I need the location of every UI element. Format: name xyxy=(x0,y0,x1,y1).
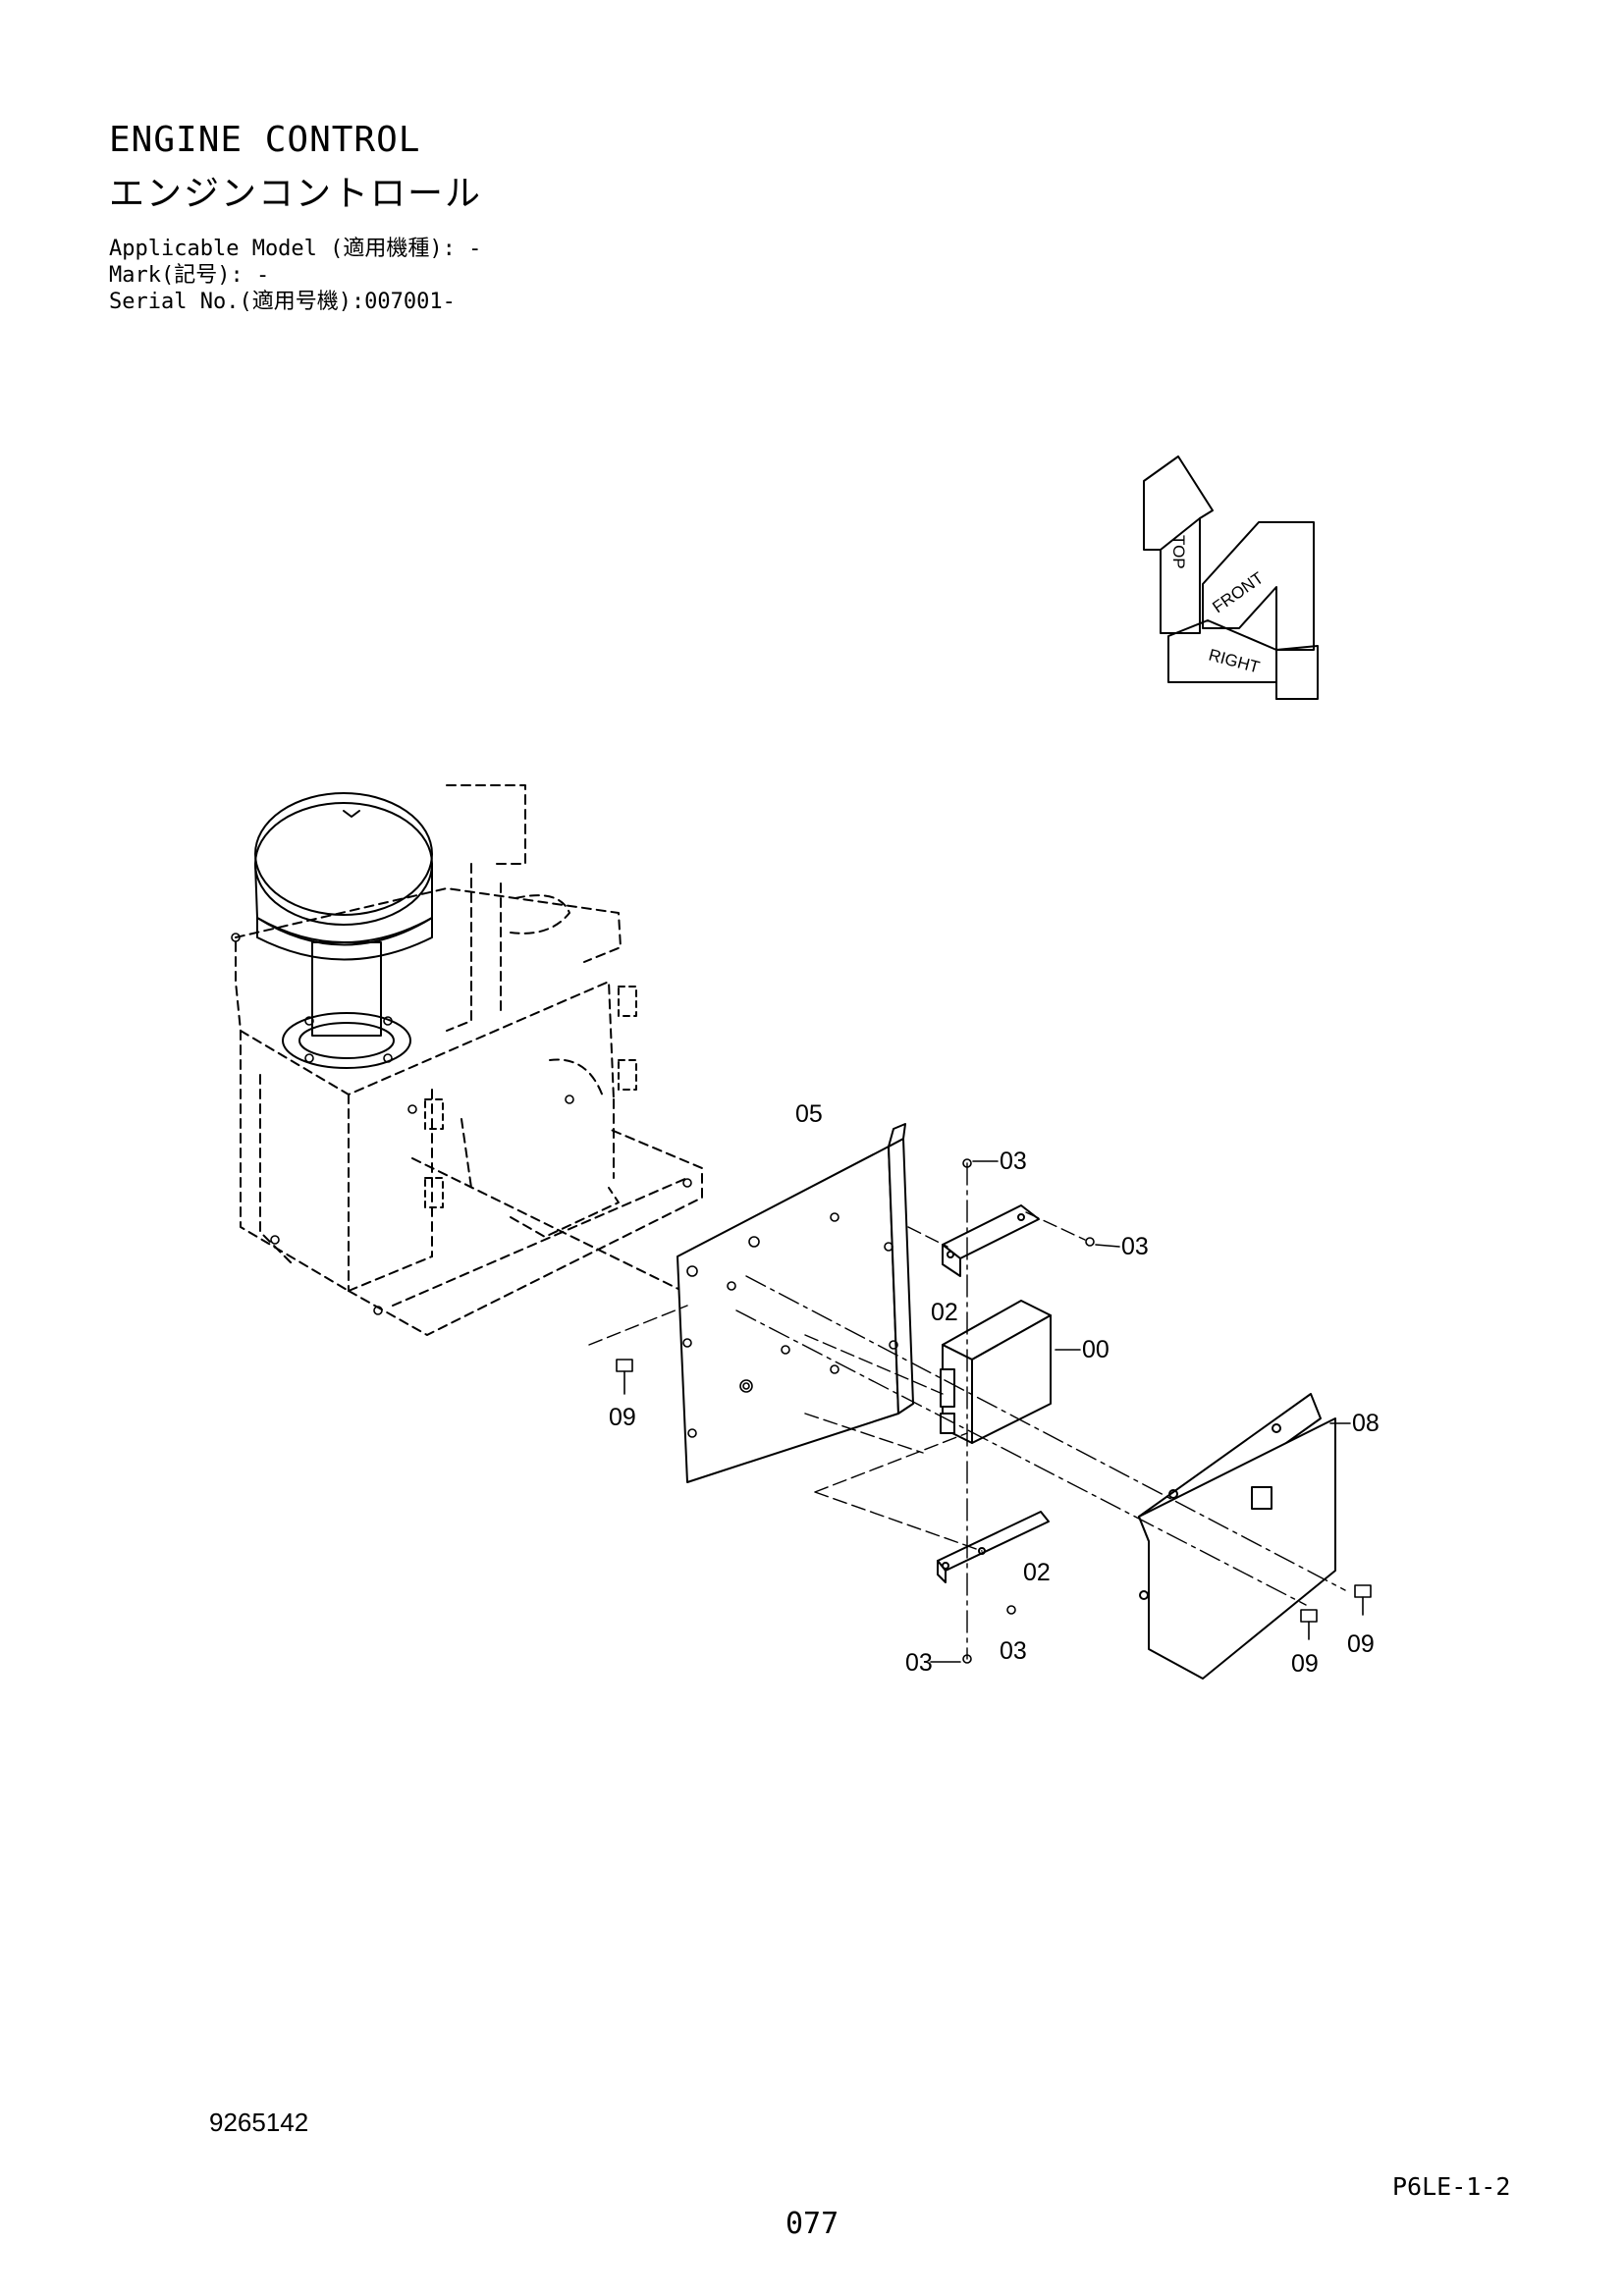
callout-00: 00 xyxy=(1082,1336,1110,1363)
callout-09-bottom: 09 xyxy=(1291,1650,1319,1678)
part-00-controller-unit xyxy=(940,1300,1052,1444)
screw-03-top xyxy=(962,1158,972,1168)
page-code: P6LE-1-2 xyxy=(1392,2172,1511,2201)
document-number: 9265142 xyxy=(209,2108,309,2137)
intake-pipe xyxy=(311,941,382,1037)
callout-08: 08 xyxy=(1352,1410,1380,1437)
air-cleaner-cap xyxy=(254,792,433,916)
bolt-09-right-a xyxy=(1300,1609,1318,1640)
callout-05: 05 xyxy=(795,1100,823,1128)
callout-03-top: 03 xyxy=(1000,1148,1027,1175)
right-arrow-icon xyxy=(1167,619,1319,700)
callout-02-upper: 02 xyxy=(931,1299,958,1326)
part-02-bracket-upper xyxy=(942,1204,1040,1277)
callout-03-lower-left: 03 xyxy=(905,1649,933,1677)
engine-housing xyxy=(231,784,703,1336)
orientation-indicator: TOP FRONT RIGHT xyxy=(1143,455,1319,700)
bolt-09-left xyxy=(616,1359,633,1395)
front-label: FRONT xyxy=(1209,568,1267,616)
right-label: RIGHT xyxy=(1207,646,1262,677)
page-title-japanese: エンジンコントロール xyxy=(109,174,483,214)
part-08-cover xyxy=(1138,1393,1336,1680)
part-05-mounting-plate xyxy=(677,1123,914,1483)
top-label: TOP xyxy=(1169,535,1188,569)
page-title: ENGINE CONTROL xyxy=(109,120,421,160)
callout-09-right: 09 xyxy=(1347,1630,1375,1658)
fasteners xyxy=(616,1158,1372,1664)
callout-09-left: 09 xyxy=(609,1404,636,1431)
page-number: 077 xyxy=(785,2207,839,2241)
mark-line: Mark(記号): - xyxy=(109,263,270,288)
callout-03-right: 03 xyxy=(1121,1233,1149,1260)
serial-number-line: Serial No.(適用号機):007001- xyxy=(109,290,456,314)
callout-02-lower: 02 xyxy=(1023,1559,1051,1586)
part-02-bracket-lower xyxy=(937,1511,1050,1583)
bolt-09-right-b xyxy=(1354,1584,1372,1616)
callout-03-lower-right: 03 xyxy=(1000,1637,1027,1665)
top-arrow-icon xyxy=(1143,455,1214,634)
applicable-model-line: Applicable Model (適用機種): - xyxy=(109,237,482,261)
